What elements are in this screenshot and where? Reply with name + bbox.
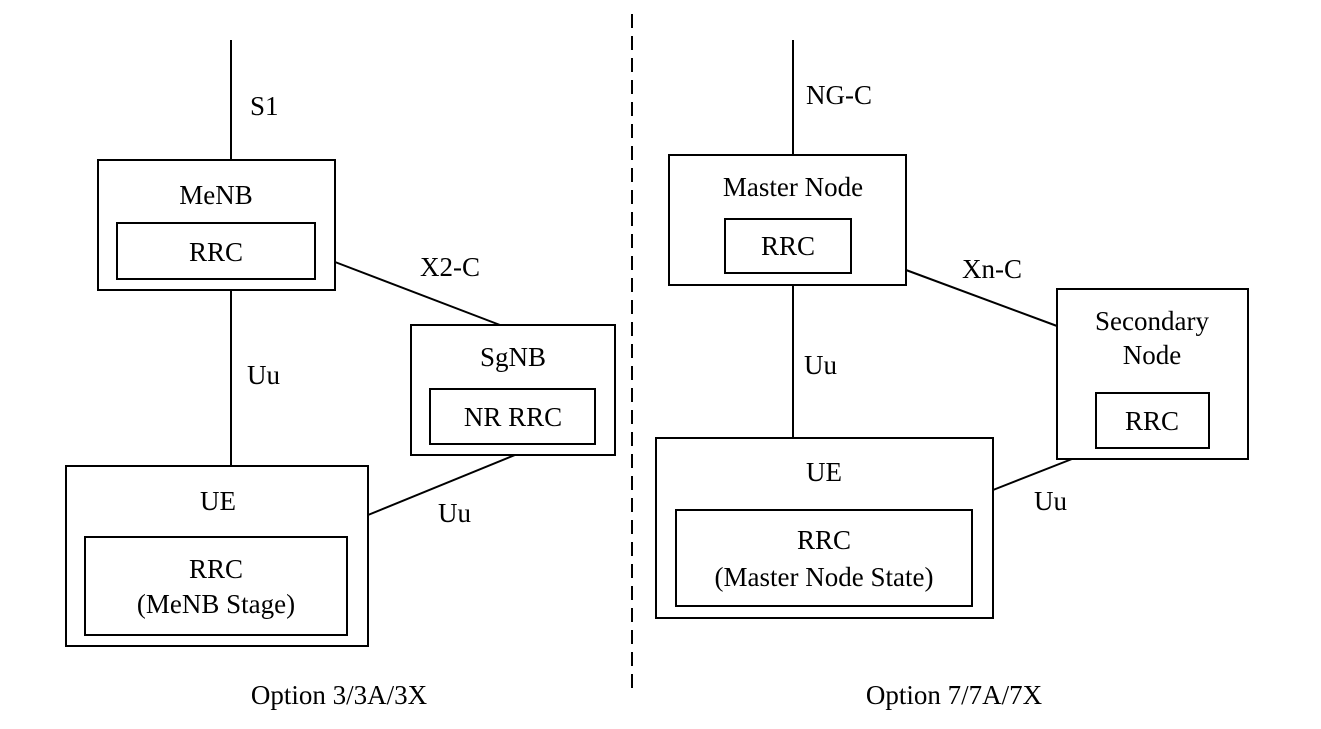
ue-rrc-state-option3: (MeNB Stage) [137,589,295,619]
caption-option7: Option 7/7A/7X [866,680,1043,710]
ue-rrc-box-option7 [675,509,973,607]
xnc-link [905,269,1058,327]
master-node-rrc-label: RRC [761,231,815,261]
sgnb-ue-uu-label: Uu [438,498,471,528]
xnc-label: Xn-C [962,254,1022,284]
x2c-link [334,261,501,326]
master-node-rrc-box [724,218,852,274]
menb-rrc-box [116,222,316,280]
sgnb-rrc-label: NR RRC [464,402,562,432]
secondary-node: Secondary Node RRC [1056,288,1249,460]
ue-rrc-label-option7: RRC [797,525,851,555]
ngc-label: NG-C [806,80,872,110]
menb-node: MeNB RRC [97,159,336,291]
sgnb-node: SgNB NR RRC [410,324,616,456]
option3-diagram: S1 MeNB RRC Uu X2-C SgNB NR RRC Uu UE [65,40,616,710]
secondary-node-rrc-box [1095,392,1210,449]
s1-label: S1 [250,91,279,121]
secondary-node-title-line1: Secondary [1095,306,1209,336]
menb-box [97,159,336,291]
ue-box-option7 [655,437,994,619]
master-node-title: Master Node [723,172,863,202]
x2c-label: X2-C [420,252,480,282]
caption-option3: Option 3/3A/3X [251,680,428,710]
master-node-box [668,154,907,286]
menb-rrc-label: RRC [189,237,243,267]
ue-rrc-box-option3 [84,536,348,636]
secondary-ue-uu-label: Uu [1034,486,1067,516]
secondary-node-box [1056,288,1249,460]
ue-title-option3: UE [200,486,236,516]
ue-title-option7: UE [806,457,842,487]
ue-box-option3 [65,465,369,647]
ue-node-option7: UE RRC (Master Node State) [655,437,994,619]
master-ue-uu-label: Uu [804,350,837,380]
ue-node-option3: UE RRC (MeNB Stage) [65,465,369,647]
secondary-ue-link [992,458,1073,491]
ue-rrc-state-option7: (Master Node State) [715,562,934,592]
menb-title: MeNB [179,180,253,210]
menb-ue-uu-label: Uu [247,360,280,390]
option7-diagram: NG-C Master Node RRC Uu Xn-C Secondary N… [655,40,1249,710]
ue-rrc-label-option3: RRC [189,554,243,584]
secondary-node-rrc-label: RRC [1125,406,1179,436]
sgnb-rrc-box [429,388,596,445]
sgnb-title: SgNB [480,342,546,372]
sgnb-ue-link [367,454,516,516]
master-node: Master Node RRC [668,154,907,286]
secondary-node-title-line2: Node [1123,340,1181,370]
